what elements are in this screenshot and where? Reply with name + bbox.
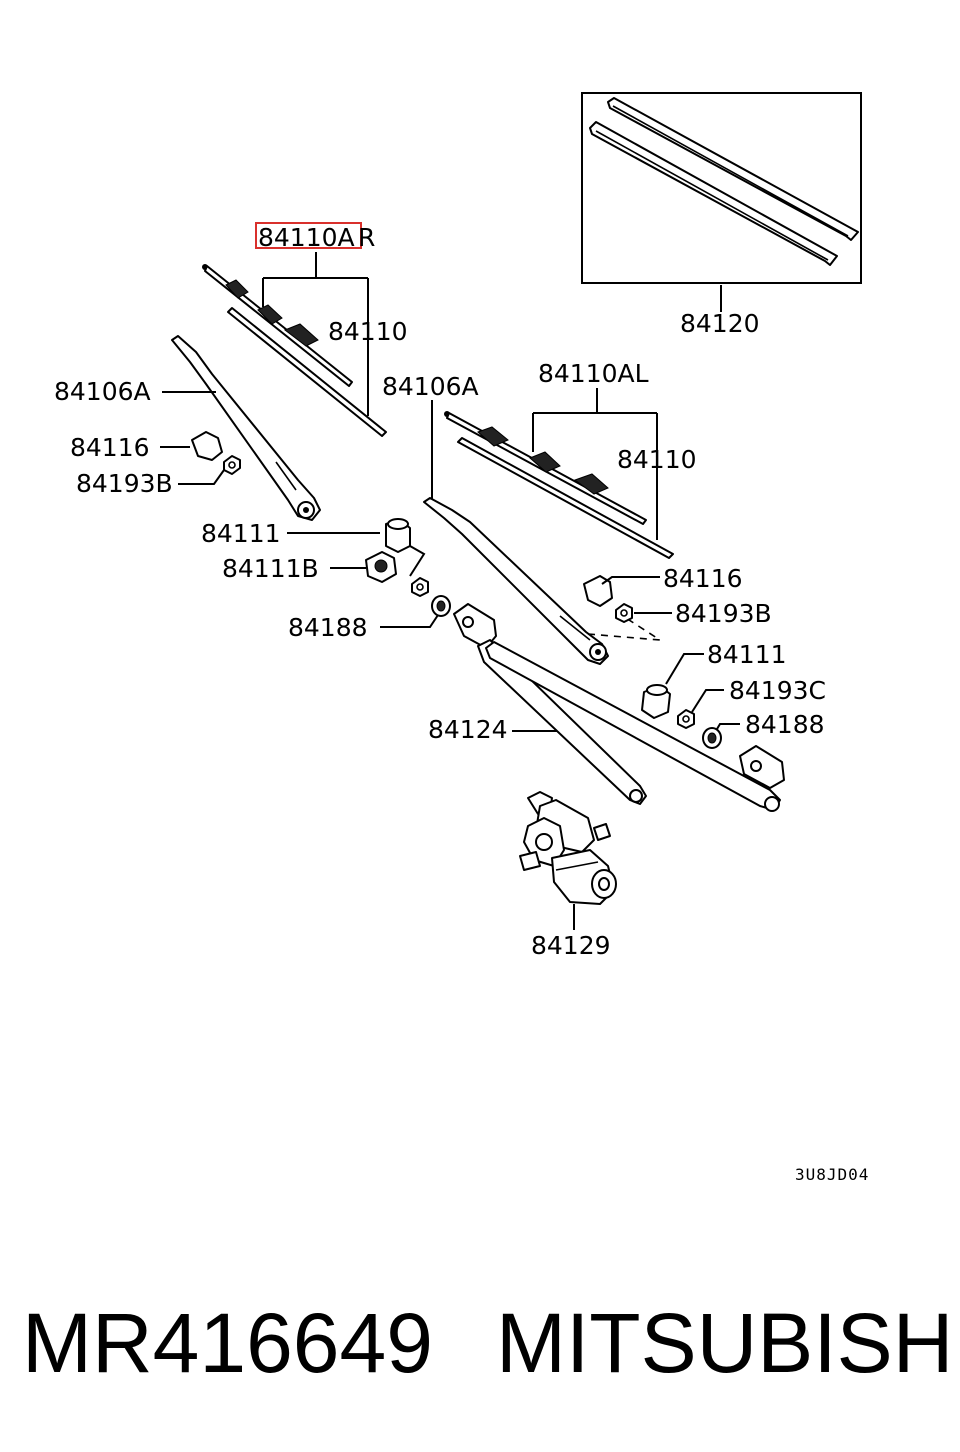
label-nut-c[interactable]: 84193C	[729, 676, 826, 705]
nut-right	[223, 455, 241, 475]
leader-blade-left	[532, 388, 658, 540]
label-blade-left[interactable]: 84110AL	[538, 359, 649, 388]
refill-set-box	[581, 92, 862, 312]
wiper-linkage	[453, 603, 785, 812]
nut-left	[615, 603, 633, 623]
label-blade-insert-left[interactable]: 84110	[617, 445, 697, 474]
label-motor[interactable]: 84129	[531, 931, 611, 960]
leaders-right	[601, 576, 740, 735]
label-blade-insert-right[interactable]: 84110	[328, 317, 408, 346]
leader-blade-right	[262, 252, 369, 416]
pivot-cap-84111-right	[385, 518, 411, 553]
nut-84193-left-cluster	[411, 577, 429, 597]
label-nut-left[interactable]: 84193B	[675, 599, 772, 628]
label-blade-right[interactable]: 84110A	[258, 223, 355, 252]
footer-caption: MR416649 MITSUBISHI	[0, 1288, 960, 1398]
arm-cap-left	[583, 575, 613, 607]
part-number: MR416649	[22, 1296, 433, 1390]
label-cap-right[interactable]: 84116	[70, 433, 150, 462]
leaders-left	[160, 391, 565, 732]
wiper-blade-left	[444, 411, 674, 559]
label-blade-right-suffix: R	[358, 223, 375, 252]
label-cap-left[interactable]: 84116	[663, 564, 743, 593]
label-pivot-cap-b[interactable]: 84111B	[222, 554, 319, 583]
pivot-cap-84111B	[365, 551, 397, 583]
wiper-blade-right	[202, 264, 387, 437]
label-pivot-cap-right[interactable]: 84111	[201, 519, 281, 548]
label-bushing-left[interactable]: 84188	[745, 710, 825, 739]
label-pivot-cap-left[interactable]: 84111	[707, 640, 787, 669]
wiper-arm-left	[423, 400, 661, 665]
wiper-motor	[519, 791, 617, 930]
highlight-box	[255, 222, 362, 249]
bushing-84188-left	[702, 727, 722, 749]
wiper-arm-right	[171, 335, 321, 521]
bracket-leader-left	[409, 545, 426, 577]
nut-84193C	[677, 709, 695, 729]
arm-cap-right	[191, 431, 223, 461]
label-nut-right[interactable]: 84193B	[76, 469, 173, 498]
label-linkage[interactable]: 84124	[428, 715, 508, 744]
label-bushing-right[interactable]: 84188	[288, 613, 368, 642]
pivot-cap-84111-left	[641, 684, 671, 719]
brand-name: MITSUBISHI	[496, 1296, 960, 1390]
label-arm-right[interactable]: 84106A	[54, 377, 151, 406]
drawing-code: 3U8JD04	[795, 1165, 869, 1184]
bushing-84188-right	[431, 595, 451, 617]
label-arm-left[interactable]: 84106A	[382, 372, 479, 401]
label-refill-set[interactable]: 84120	[680, 309, 760, 338]
